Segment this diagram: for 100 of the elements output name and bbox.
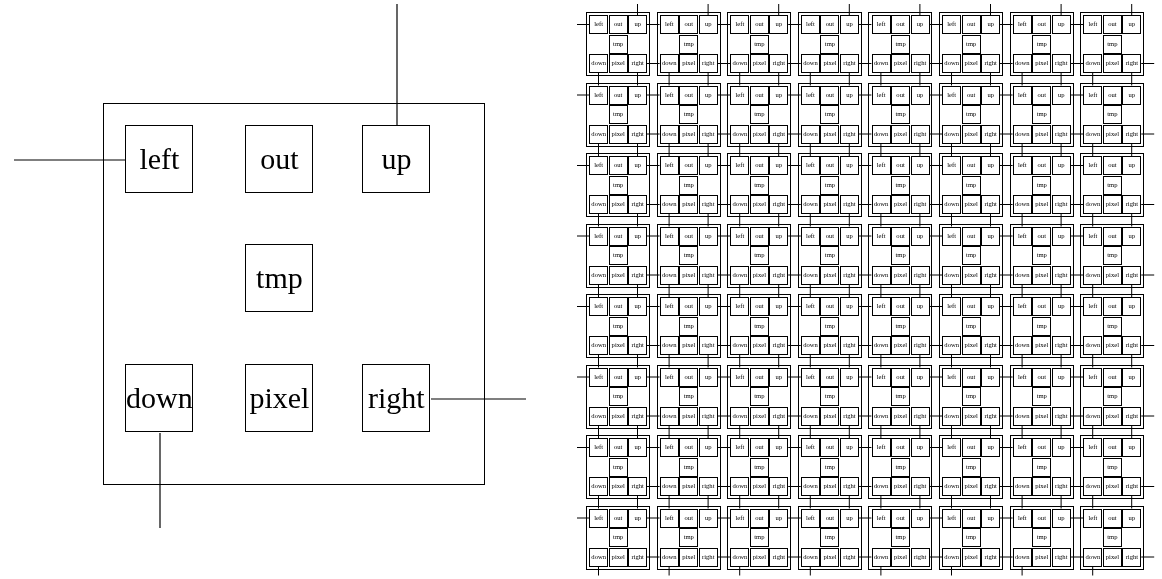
cell-box [656,82,721,147]
wire [576,24,590,25]
wire [787,63,802,64]
wire [990,495,991,509]
wire [646,133,661,135]
wire [739,72,741,86]
wire [1092,143,1094,157]
wire [707,3,709,16]
cell-box [727,364,792,429]
cell-box [727,153,792,217]
wire [668,213,670,227]
wire [787,415,802,417]
wire [576,447,590,448]
wire [928,517,943,519]
cell-box [1080,435,1145,499]
wire [1092,213,1094,227]
wire [928,415,943,417]
wire [858,94,872,96]
cell-box [656,153,721,217]
wire [951,566,952,576]
wire [637,3,638,16]
wire [778,354,780,368]
wire [707,354,709,368]
wire [858,165,872,166]
wire [646,556,661,558]
wire [990,284,991,298]
wire [999,204,1014,205]
wire [880,495,882,509]
wire [739,425,741,439]
wire [646,204,661,205]
cell-box [1009,82,1074,147]
wire [809,143,811,157]
wire [576,376,590,378]
wire [1131,495,1133,509]
wire [1092,284,1094,298]
wire [1060,425,1062,439]
wire [787,306,802,307]
wire [928,345,943,346]
wire [1060,213,1062,227]
wire [598,284,599,298]
wire [858,204,872,205]
wire [999,517,1014,519]
wire [999,94,1014,96]
wire [1070,447,1084,448]
wire [1070,306,1084,307]
wire [1140,133,1155,135]
wire [778,284,780,298]
wire [858,517,872,519]
wire [717,133,731,135]
wire [1140,556,1155,558]
wire [1060,72,1062,86]
cell-box [1080,82,1145,147]
cell-box [586,153,650,217]
wire [717,447,731,448]
wire [1021,495,1023,509]
wire [787,345,802,346]
wire [999,376,1014,378]
cell-box [656,435,721,499]
cell-box [1009,153,1074,217]
wire [1021,143,1023,157]
wire [1140,274,1155,276]
wire [1131,284,1133,298]
cell-box [868,505,933,570]
wire [739,143,741,157]
wire [717,165,731,166]
wire [999,345,1014,346]
wire [637,495,638,509]
wire [739,284,741,298]
wire [717,274,731,276]
cell-box [586,82,650,147]
wire [880,354,882,368]
wire [707,213,709,227]
register-box: out [245,125,314,194]
wire [1070,235,1084,237]
wire [1131,3,1133,16]
wire [1092,566,1094,576]
wire [739,495,741,509]
wire [668,354,670,368]
wire [999,133,1014,135]
wire [999,24,1014,25]
wire [717,94,731,96]
cell-box [1009,223,1074,288]
wire [637,354,638,368]
wire [1021,284,1023,298]
wire [1140,486,1155,487]
wire [848,72,850,86]
wire [848,495,850,509]
wire [707,495,709,509]
wire [880,72,882,86]
wire [739,566,741,576]
cell-box [797,505,862,570]
wire [668,72,670,86]
cell-box [939,294,1003,358]
wire [576,306,590,307]
wire [1060,143,1062,157]
wire [858,235,872,237]
cell-box [656,12,721,76]
wire [646,63,661,64]
cell-box [656,505,721,570]
wire [1140,345,1155,346]
